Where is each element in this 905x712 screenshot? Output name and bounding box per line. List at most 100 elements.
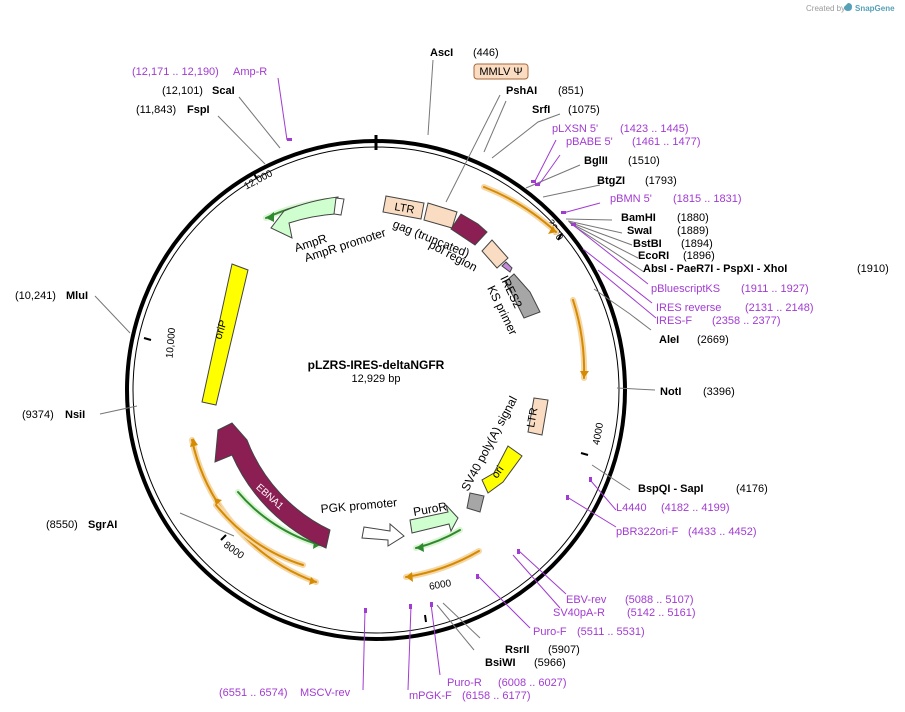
enzyme-asci: AscI xyxy=(430,47,453,59)
primer-ires-reverse-pos: (2131 .. 2148) xyxy=(745,302,814,314)
puror-arrow xyxy=(409,504,459,534)
primer-ires-f-pos: (2358 .. 2377) xyxy=(712,315,781,327)
primer-leaders xyxy=(277,77,657,691)
enzyme-asci-pos: (446) xyxy=(473,47,499,59)
primer-plxsn: pLXSN 5' xyxy=(552,123,598,135)
ks-primer-mark xyxy=(501,261,513,273)
ltr-bottom-box xyxy=(527,397,549,436)
enzyme-sgrai: SgrAI xyxy=(88,519,117,531)
puror-label: PuroR xyxy=(412,499,448,519)
ltr-top-label: LTR xyxy=(393,201,415,216)
plasmid-name: pLZRS-IRES-deltaNGFR xyxy=(308,358,445,372)
enzyme-bstbi: BstBI xyxy=(633,238,662,250)
enzyme-bsiwi-pos: (5966) xyxy=(534,657,566,669)
ori-arrow xyxy=(481,445,523,494)
enzyme-pshai: PshAI xyxy=(506,85,537,97)
enzyme-rsrii: RsrII xyxy=(505,644,529,656)
enzyme-absi-group: AbsI - PaeR7I - PspXI - XhoI xyxy=(643,263,787,275)
mmlv-box xyxy=(473,63,529,80)
enzyme-bsiwi: BsiWI xyxy=(485,657,516,669)
enzyme-sgrai-pos: (8550) xyxy=(46,519,78,531)
primer-pbabe: pBABE 5' xyxy=(566,136,613,148)
backbone-circle-outer xyxy=(125,139,627,641)
enzyme-alei: AleI xyxy=(659,334,679,346)
tick-label-8000: 8000 xyxy=(221,540,246,562)
pgk-arrow xyxy=(361,522,405,547)
enzyme-swai: SwaI xyxy=(627,225,652,237)
enzyme-absi-group-pos: (1910) xyxy=(857,263,889,275)
enzyme-alei-pos: (2669) xyxy=(697,334,729,346)
enzyme-ecori: EcoRI xyxy=(638,250,669,262)
ires2-box xyxy=(504,273,541,319)
primer-ires-reverse: IRES reverse xyxy=(656,302,721,314)
primer-pbluescriptks-pos: (1911 .. 1927) xyxy=(741,283,809,295)
tick-label-6000: 6000 xyxy=(428,578,452,593)
snapgene-logo-icon xyxy=(844,3,852,11)
ampr-promoter-box xyxy=(333,197,345,216)
enzyme-bamhi: BamHI xyxy=(621,212,656,224)
ampr-arrow xyxy=(270,196,339,239)
primer-mscv-rev-pos: (6551 .. 6574) xyxy=(219,687,288,699)
primer-puro-r-pos: (6008 .. 6027) xyxy=(498,677,567,689)
enzyme-noti: NotI xyxy=(660,386,681,398)
primer-ampr-pos: (12,171 .. 12,190) xyxy=(132,66,219,78)
enzyme-bspqi-sapi-pos: (4176) xyxy=(736,483,768,495)
primer-sv40pa-r: SV40pA-R xyxy=(553,607,605,619)
ltr-bottom-label: LTR xyxy=(525,407,540,429)
created-by-text: Created by xyxy=(806,4,845,13)
tick-label-10000: 10,000 xyxy=(165,327,179,359)
primer-mpgk-f-pos: (6158 .. 6177) xyxy=(462,690,531,702)
enzyme-mlui: MluI xyxy=(66,290,88,302)
scale-ticks xyxy=(143,171,589,623)
enzyme-ecori-pos: (1896) xyxy=(683,250,715,262)
orip-label: oriP xyxy=(212,319,229,341)
enzyme-noti-pos: (3396) xyxy=(703,386,735,398)
snapgene-logo-text: SnapGene xyxy=(855,4,895,13)
leader-lines xyxy=(94,59,656,651)
enzyme-btgzi: BtgZI xyxy=(597,175,625,187)
enzyme-pshai-pos: (851) xyxy=(558,85,584,97)
enzyme-scai-pos: (12,101) xyxy=(162,85,203,97)
mmlv-label: MMLV Ψ xyxy=(479,66,522,78)
primer-pbabe-pos: (1461 .. 1477) xyxy=(632,136,701,148)
primer-l4440: L4440 xyxy=(616,502,647,514)
arc-arrowheads xyxy=(190,212,589,585)
primer-ebv-rev-pos: (5088 .. 5107) xyxy=(625,594,694,606)
enzyme-srfi-pos: (1075) xyxy=(568,104,600,116)
enzyme-fspi-pos: (11,843) xyxy=(136,104,176,116)
gag-box xyxy=(423,202,458,229)
enzyme-bstbi-pos: (1894) xyxy=(681,238,713,250)
orip-arrow xyxy=(201,263,249,406)
enzyme-rsrii-pos: (5907) xyxy=(548,644,580,656)
primer-mscv-rev: MSCV-rev xyxy=(300,687,351,699)
enzyme-bglii-pos: (1510) xyxy=(628,155,660,167)
primer-sv40pa-r-pos: (5142 .. 5161) xyxy=(627,607,696,619)
primer-pbr322ori-f-pos: (4433 .. 4452) xyxy=(688,526,757,538)
primer-l4440-pos: (4182 .. 4199) xyxy=(661,502,730,514)
tick-label-4000: 4000 xyxy=(591,422,606,446)
plasmid-length: 12,929 bp xyxy=(352,373,401,385)
primer-puro-r: Puro-R xyxy=(447,677,482,689)
primer-ampr: Amp-R xyxy=(233,66,267,78)
enzyme-bamhi-pos: (1880) xyxy=(677,212,709,224)
primer-marks xyxy=(287,138,592,613)
enzyme-swai-pos: (1889) xyxy=(677,225,709,237)
primer-ires-f: IRES-F xyxy=(656,315,692,327)
ltr-top-box xyxy=(382,195,425,220)
ires-tan-box xyxy=(481,239,509,269)
sv40-box xyxy=(466,492,485,513)
primer-puro-f-pos: (5511 .. 5531) xyxy=(577,626,645,638)
enzyme-fspi: FspI xyxy=(187,104,210,116)
primer-puro-f: Puro-F xyxy=(533,626,567,638)
pol-arrow xyxy=(450,213,488,246)
primer-pbluescriptks: pBluescriptKS xyxy=(651,283,720,295)
primer-pbmn-pos: (1815 .. 1831) xyxy=(673,193,742,205)
outer-arcs xyxy=(189,184,588,585)
ebna1-arrow xyxy=(214,422,331,549)
enzyme-nsii-pos: (9374) xyxy=(22,409,54,421)
primer-ebv-rev: EBV-rev xyxy=(566,594,607,606)
primer-pbmn: pBMN 5' xyxy=(610,193,652,205)
enzyme-mlui-pos: (10,241) xyxy=(15,290,56,302)
primer-pbr322ori-f: pBR322ori-F xyxy=(616,526,679,538)
